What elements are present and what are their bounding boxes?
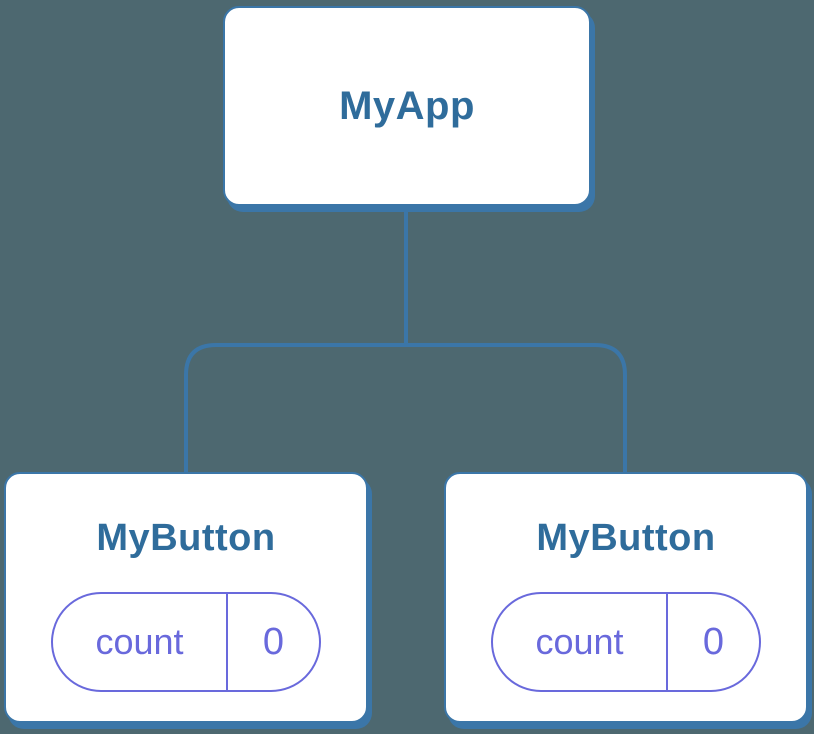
state-key: count bbox=[53, 594, 228, 690]
component-card-myapp: MyApp bbox=[223, 6, 591, 206]
component-name: MyApp bbox=[339, 84, 475, 128]
state-pill: count 0 bbox=[51, 592, 321, 692]
component-card-mybutton-right: MyButton count 0 bbox=[444, 472, 808, 723]
branch-bracket-line bbox=[184, 343, 627, 472]
state-pill: count 0 bbox=[491, 592, 761, 692]
component-card-mybutton-left: MyButton count 0 bbox=[4, 472, 368, 723]
component-name: MyButton bbox=[536, 517, 716, 559]
component-name: MyButton bbox=[96, 517, 276, 559]
state-value: 0 bbox=[702, 620, 725, 663]
state-key: count bbox=[493, 594, 668, 690]
state-value: 0 bbox=[262, 620, 285, 663]
